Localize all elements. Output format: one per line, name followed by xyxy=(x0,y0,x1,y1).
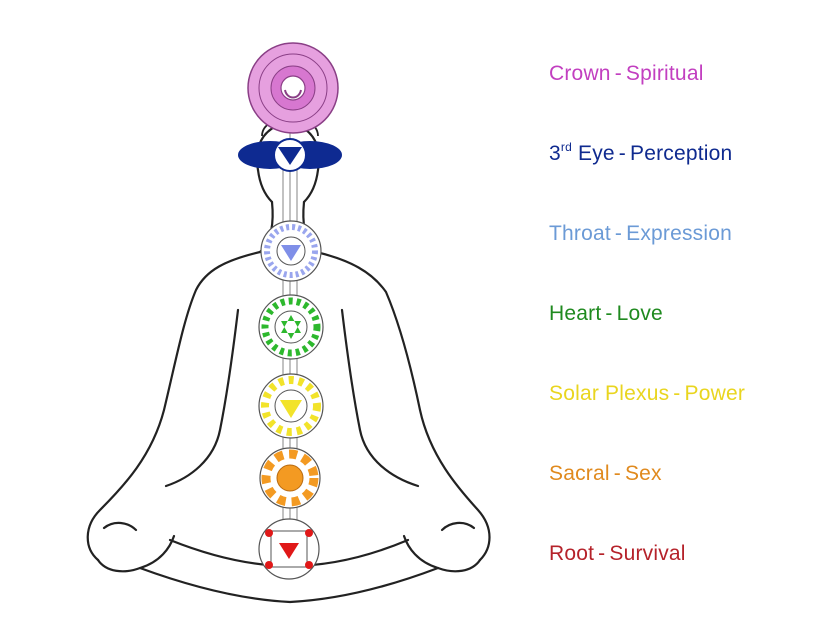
label-solar-sep: - xyxy=(673,382,681,405)
label-third-eye-name-rest: Eye xyxy=(571,142,615,165)
label-third-eye-name-sup: rd xyxy=(560,140,572,154)
root-chakra-symbol xyxy=(258,518,320,580)
label-sacral: Sacral-Sex xyxy=(549,461,662,487)
label-root-name: Root xyxy=(549,542,595,565)
label-throat-sep: - xyxy=(614,222,623,245)
label-throat: Throat-Expression xyxy=(549,221,732,247)
label-crown: Crown-Spiritual xyxy=(549,61,704,87)
label-throat-meaning: Expression xyxy=(626,222,732,245)
label-heart: Heart-Love xyxy=(549,301,663,327)
label-heart-meaning: Love xyxy=(616,302,663,325)
label-heart-name: Heart xyxy=(549,302,602,325)
sacral-chakra-symbol xyxy=(259,447,321,509)
label-solar-plexus: Solar Plexus-Power xyxy=(549,381,745,407)
throat-chakra-symbol xyxy=(260,220,322,282)
label-root-meaning: Survival xyxy=(609,542,686,565)
label-crown-name: Crown xyxy=(549,62,611,85)
label-third-eye-sep: - xyxy=(618,142,626,165)
label-third-eye-meaning: Perception xyxy=(630,142,733,165)
label-solar-name: Solar Plexus xyxy=(549,382,670,405)
label-sacral-sep: - xyxy=(613,462,621,485)
crown-chakra-symbol xyxy=(247,42,339,134)
label-heart-sep: - xyxy=(605,302,613,325)
label-crown-sep: - xyxy=(614,62,622,85)
label-root-sep: - xyxy=(598,542,606,565)
heart-chakra-symbol xyxy=(258,294,324,360)
label-third-eye: 3rd Eye-Perception xyxy=(549,141,732,167)
label-third-eye-name-base: 3 xyxy=(549,142,561,165)
label-sacral-name: Sacral xyxy=(549,462,610,485)
third-eye-chakra-symbol xyxy=(238,138,342,172)
label-crown-meaning: Spiritual xyxy=(625,62,704,85)
label-solar-meaning: Power xyxy=(684,382,746,405)
label-throat-name: Throat xyxy=(549,222,611,245)
label-sacral-meaning: Sex xyxy=(624,462,662,485)
label-root: Root-Survival xyxy=(549,541,686,567)
solar-plexus-chakra-symbol xyxy=(258,373,324,439)
